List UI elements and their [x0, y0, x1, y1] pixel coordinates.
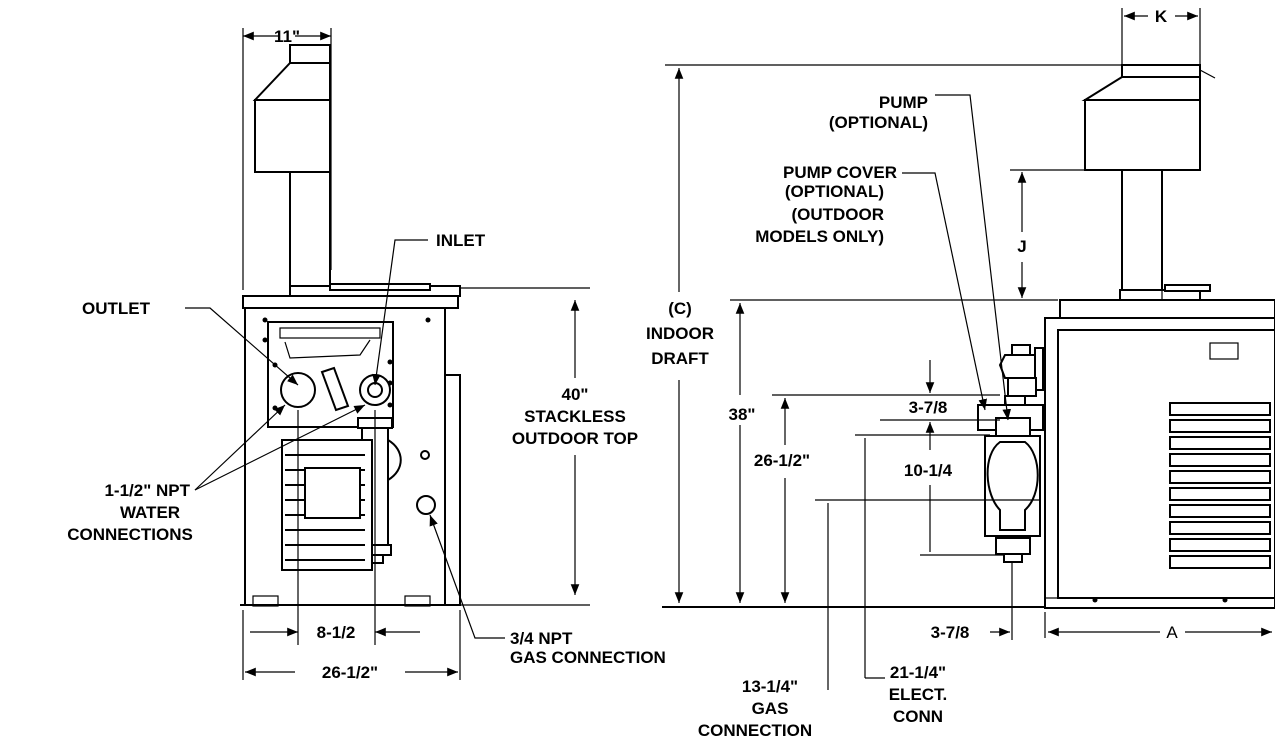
npt-label-line3: CONNECTIONS: [67, 525, 193, 544]
dim-j: [730, 169, 1120, 301]
side-louvers: [1169, 402, 1271, 569]
dim-width-top-label: 11": [274, 27, 300, 46]
npt-label-line1: 1-1/2" NPT: [104, 481, 190, 500]
dim-378-top-label: 3-7/8: [909, 398, 948, 417]
dim-378-top: [880, 360, 1000, 450]
dim-a: [1044, 612, 1272, 638]
gas-height-line3: CONNECTION: [698, 721, 812, 740]
dim-elect-height: [864, 438, 885, 679]
elect-line3: CONN: [893, 707, 943, 726]
dim-overall-width: [242, 610, 461, 680]
side-vent-hood: [1081, 8, 1216, 301]
c-label-line2: INDOOR: [646, 324, 714, 343]
dim-26-side: [772, 394, 1000, 603]
pumpcover-line4: MODELS ONLY): [755, 227, 884, 246]
c-label-line3: DRAFT: [651, 349, 709, 368]
outlet-leader: [185, 307, 299, 386]
npt-label-line2: WATER: [120, 503, 180, 522]
dim-j-label: J: [1017, 237, 1026, 256]
pumpcover-line3: (OUTDOOR: [791, 205, 884, 224]
dim-378-bottom-label: 3-7/8: [931, 623, 970, 642]
gas-conn-line2: GAS CONNECTION: [510, 648, 666, 667]
pumpcover-line1: PUMP COVER: [783, 163, 897, 182]
inlet-label: INLET: [436, 231, 486, 250]
front-view: 11" INLET OUTLET 1-1/2" NPT WATER CONNEC…: [67, 27, 666, 682]
pumpcover-leader: [902, 172, 987, 411]
overall-width-label: 26-1/2": [322, 663, 378, 682]
dim-1014-label: 10-1/4: [904, 461, 953, 480]
height-26-label: 26-1/2": [754, 451, 810, 470]
side-pump-assembly: [977, 344, 1044, 640]
pump-label-line1: PUMP: [879, 93, 928, 112]
gas-height-line1: 13-1/4": [742, 677, 798, 696]
side-view: K: [646, 7, 1275, 740]
front-burner-grille: [281, 439, 373, 571]
elect-line1: 21-1/4": [890, 663, 946, 682]
stackless-height-label: 40": [562, 385, 589, 404]
height-38-label: 38": [729, 405, 756, 424]
npt-leaders: [194, 404, 366, 491]
gas-conn-leader: [429, 514, 505, 639]
c-label-line1: (C): [668, 299, 692, 318]
inner-spacing-label: 8-1/2: [317, 623, 356, 642]
dim-inner-spacing: [250, 410, 420, 645]
dim-stackless: [460, 287, 590, 606]
front-vent-hood: [252, 44, 331, 293]
dim-width-top: [242, 28, 331, 290]
side-cabinet: [1044, 299, 1275, 609]
stackless-label-line2: OUTDOOR TOP: [512, 429, 638, 448]
gas-height-line2: GAS: [752, 699, 789, 718]
gas-conn-line1: 3/4 NPT: [510, 629, 573, 648]
pump-leader: [935, 94, 1012, 421]
dim-k-label: K: [1155, 7, 1168, 26]
inlet-leader: [372, 239, 428, 386]
elect-line2: ELECT.: [889, 685, 948, 704]
dim-a-label: A: [1166, 623, 1178, 642]
dim-gas-height: [815, 499, 1040, 690]
stackless-label-line1: STACKLESS: [524, 407, 626, 426]
outlet-label: OUTLET: [82, 299, 151, 318]
pumpcover-line2: (OPTIONAL): [785, 182, 884, 201]
front-header-panel: [262, 317, 431, 428]
dim-1014: [855, 434, 1005, 556]
pump-label-line2: (OPTIONAL): [829, 113, 928, 132]
dim-c-indoor-draft: [662, 64, 1200, 608]
